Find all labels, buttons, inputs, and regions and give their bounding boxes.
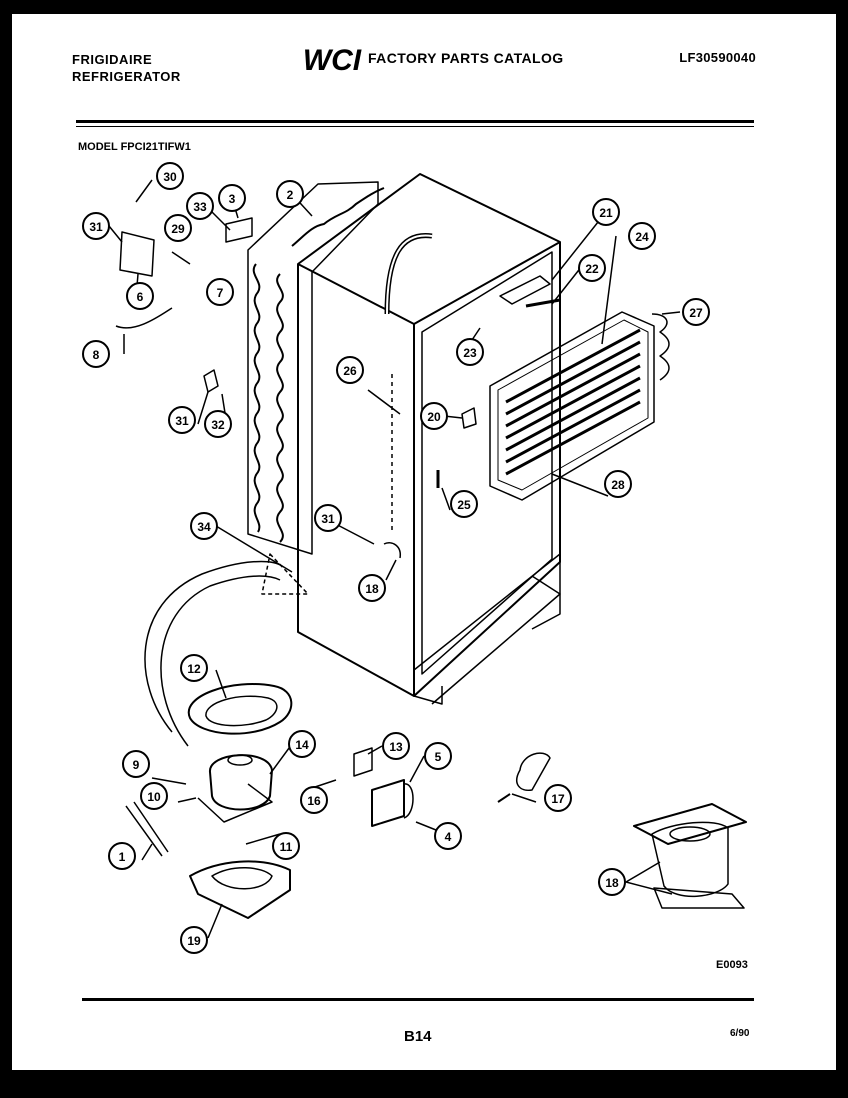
callout-number: 2 <box>287 188 294 202</box>
brand-name: FRIGIDAIRE <box>72 52 153 67</box>
callout-16: 16 <box>300 786 328 814</box>
callout-30: 30 <box>156 162 184 190</box>
callout-number: 13 <box>389 740 403 754</box>
header-rule-thin <box>76 126 754 127</box>
callout-number: 16 <box>307 794 321 808</box>
callout-31: 31 <box>314 504 342 532</box>
callout-7: 7 <box>206 278 234 306</box>
callout-number: 3 <box>229 192 236 206</box>
callout-number: 23 <box>463 346 477 360</box>
callout-31: 31 <box>168 406 196 434</box>
callout-9: 9 <box>122 750 150 778</box>
callout-29: 29 <box>164 214 192 242</box>
callout-number: 22 <box>585 262 599 276</box>
callout-number: 17 <box>551 792 565 806</box>
callout-number: 26 <box>343 364 357 378</box>
callout-number: 21 <box>599 206 613 220</box>
callout-4: 4 <box>434 822 462 850</box>
callout-number: 31 <box>89 220 103 234</box>
callout-2: 2 <box>276 180 304 208</box>
callout-22: 22 <box>578 254 606 282</box>
callout-number: 4 <box>445 830 452 844</box>
callout-25: 25 <box>450 490 478 518</box>
header-rule <box>76 120 754 123</box>
footer-rule <box>82 998 754 1001</box>
callout-number: 20 <box>427 410 441 424</box>
callout-18: 18 <box>358 574 386 602</box>
callout-31: 31 <box>82 212 110 240</box>
callout-32: 32 <box>204 410 232 438</box>
callout-number: 9 <box>133 758 140 772</box>
callout-10: 10 <box>140 782 168 810</box>
callout-20: 20 <box>420 402 448 430</box>
callout-18: 18 <box>598 868 626 896</box>
callout-number: 31 <box>321 512 335 526</box>
callout-number: 10 <box>147 790 161 804</box>
callout-11: 11 <box>272 832 300 860</box>
product-type: REFRIGERATOR <box>72 69 181 84</box>
callout-28: 28 <box>604 470 632 498</box>
callout-number: 28 <box>611 478 625 492</box>
callout-14: 14 <box>288 730 316 758</box>
callout-number: 27 <box>689 306 703 320</box>
callout-27: 27 <box>682 298 710 326</box>
callout-24: 24 <box>628 222 656 250</box>
callout-number: 14 <box>295 738 309 752</box>
revision-date: 6/90 <box>730 1028 750 1039</box>
callout-number: 12 <box>187 662 201 676</box>
refrigerator-cabinet <box>297 173 561 697</box>
callout-number: 25 <box>457 498 471 512</box>
catalog-title: FACTORY PARTS CATALOG <box>368 50 564 66</box>
callout-21: 21 <box>592 198 620 226</box>
callout-number: 18 <box>605 876 619 890</box>
diagram-code: E0093 <box>716 959 748 971</box>
callout-34: 34 <box>190 512 218 540</box>
callout-6: 6 <box>126 282 154 310</box>
callout-number: 32 <box>211 418 225 432</box>
logo-text: WCI <box>303 44 362 76</box>
callout-number: 7 <box>217 286 224 300</box>
wci-logo-icon: WCI <box>303 44 362 76</box>
callout-12: 12 <box>180 654 208 682</box>
callout-3: 3 <box>218 184 246 212</box>
callout-number: 24 <box>635 230 649 244</box>
model-number: MODEL FPCI21TIFW1 <box>78 141 191 153</box>
callout-number: 5 <box>435 750 442 764</box>
callout-number: 33 <box>193 200 207 214</box>
callout-number: 31 <box>175 414 189 428</box>
callout-19: 19 <box>180 926 208 954</box>
callout-1: 1 <box>108 842 136 870</box>
callout-number: 19 <box>187 934 201 948</box>
callout-26: 26 <box>336 356 364 384</box>
callout-number: 1 <box>119 850 126 864</box>
catalog-number: LF30590040 <box>679 50 756 65</box>
callout-33: 33 <box>186 192 214 220</box>
callout-number: 29 <box>171 222 185 236</box>
callout-number: 18 <box>365 582 379 596</box>
callout-number: 34 <box>197 520 211 534</box>
callout-number: 6 <box>137 290 144 304</box>
callout-23: 23 <box>456 338 484 366</box>
callout-17: 17 <box>544 784 572 812</box>
callout-number: 8 <box>93 348 100 362</box>
callout-number: 11 <box>280 840 293 854</box>
page-number: B14 <box>404 1028 432 1045</box>
callout-13: 13 <box>382 732 410 760</box>
callout-number: 30 <box>163 170 177 184</box>
callout-8: 8 <box>82 340 110 368</box>
catalog-page: FRIGIDAIRE REFRIGERATOR WCI FACTORY PART… <box>12 14 836 1070</box>
callout-5: 5 <box>424 742 452 770</box>
